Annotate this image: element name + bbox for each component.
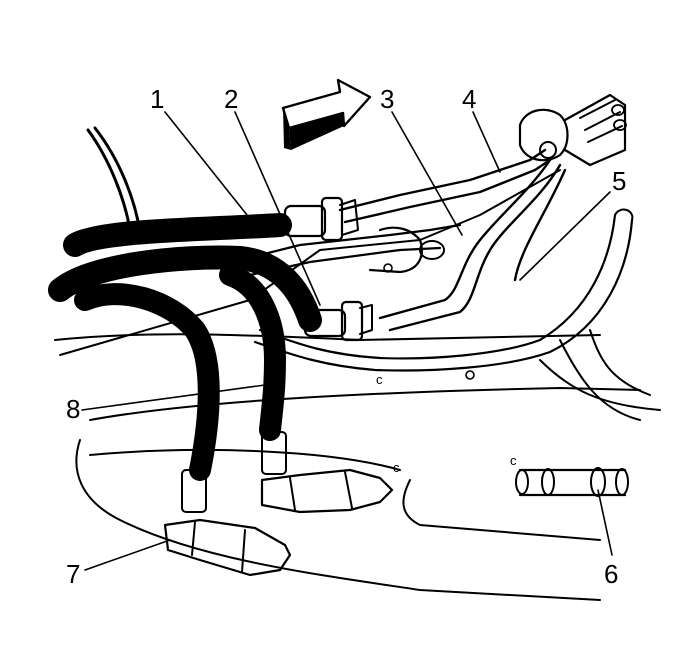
marking-c-3: c (510, 453, 517, 468)
oxygen-sensor-7 (163, 469, 292, 577)
callout-1: 1 (150, 84, 164, 114)
callout-6: 6 (604, 559, 618, 589)
conduit-5 (253, 208, 634, 372)
callout-2: 2 (224, 84, 238, 114)
oxygen-sensor-center (260, 431, 394, 514)
callout-labels: 1 2 3 4 5 6 7 8 (66, 84, 626, 589)
small-markings: c c c (376, 372, 517, 475)
callout-4: 4 (462, 84, 476, 114)
leader-lines (81, 111, 613, 571)
forward-arrow (281, 78, 372, 150)
callout-8: 8 (66, 394, 80, 424)
fuel-lines (338, 148, 567, 332)
pipe-6 (515, 467, 629, 497)
callout-7: 7 (66, 559, 80, 589)
marking-c-1: c (376, 372, 383, 387)
connector-2 (303, 300, 373, 342)
harness-conduit (48, 126, 322, 481)
right-bracket (518, 93, 627, 167)
callout-3: 3 (380, 84, 394, 114)
marking-c-2: c (393, 460, 400, 475)
callout-5: 5 (612, 166, 626, 196)
floor-panel (54, 169, 661, 601)
connector-1 (283, 196, 359, 242)
